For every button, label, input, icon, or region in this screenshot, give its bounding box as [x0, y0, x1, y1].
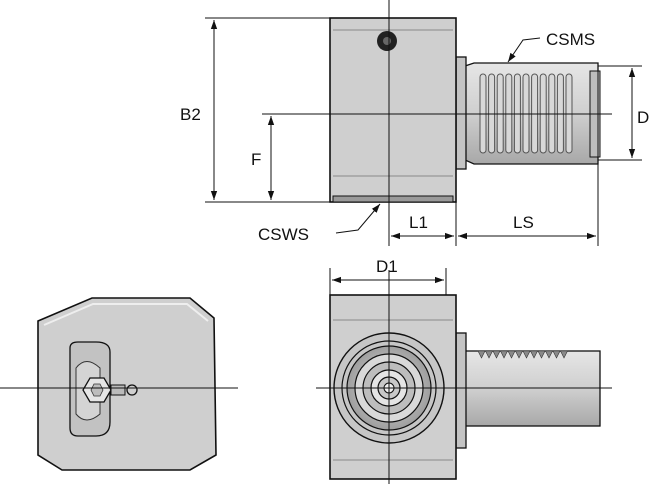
leader-csws: CSWS [258, 203, 381, 244]
shank-tooth [507, 350, 516, 359]
shank-tooth [477, 350, 486, 359]
shank-tooth [537, 350, 546, 359]
shank-tooth [515, 350, 523, 359]
label-f: F [251, 150, 261, 169]
top-view [262, 0, 612, 246]
dimension-d: D [598, 65, 649, 161]
label-d: D [637, 108, 649, 127]
dimension-f: F [251, 116, 275, 200]
label-csws: CSWS [258, 225, 309, 244]
dimension-d1: D1 [329, 257, 447, 295]
set-screw-hole [377, 31, 397, 51]
shank-tooth [552, 350, 561, 359]
dimension-l1-ls: L1 LS [388, 202, 596, 246]
label-ls: LS [513, 213, 534, 232]
dimension-b2: B2 [180, 17, 330, 203]
shank-tooth [492, 350, 501, 359]
shank-tooth [530, 350, 538, 359]
label-b2: B2 [180, 105, 201, 124]
flange [455, 56, 467, 170]
front-view [316, 270, 612, 484]
label-l1: L1 [409, 213, 428, 232]
shank-tooth [545, 350, 553, 359]
shank-tooth [522, 350, 531, 359]
shank-tooth [560, 350, 568, 359]
end-view [0, 297, 238, 471]
shank-tooth [485, 350, 493, 359]
label-csms: CSMS [546, 30, 595, 49]
shank-tooth [500, 350, 508, 359]
label-d1: D1 [376, 257, 398, 276]
leader-csms: CSMS [507, 30, 595, 63]
